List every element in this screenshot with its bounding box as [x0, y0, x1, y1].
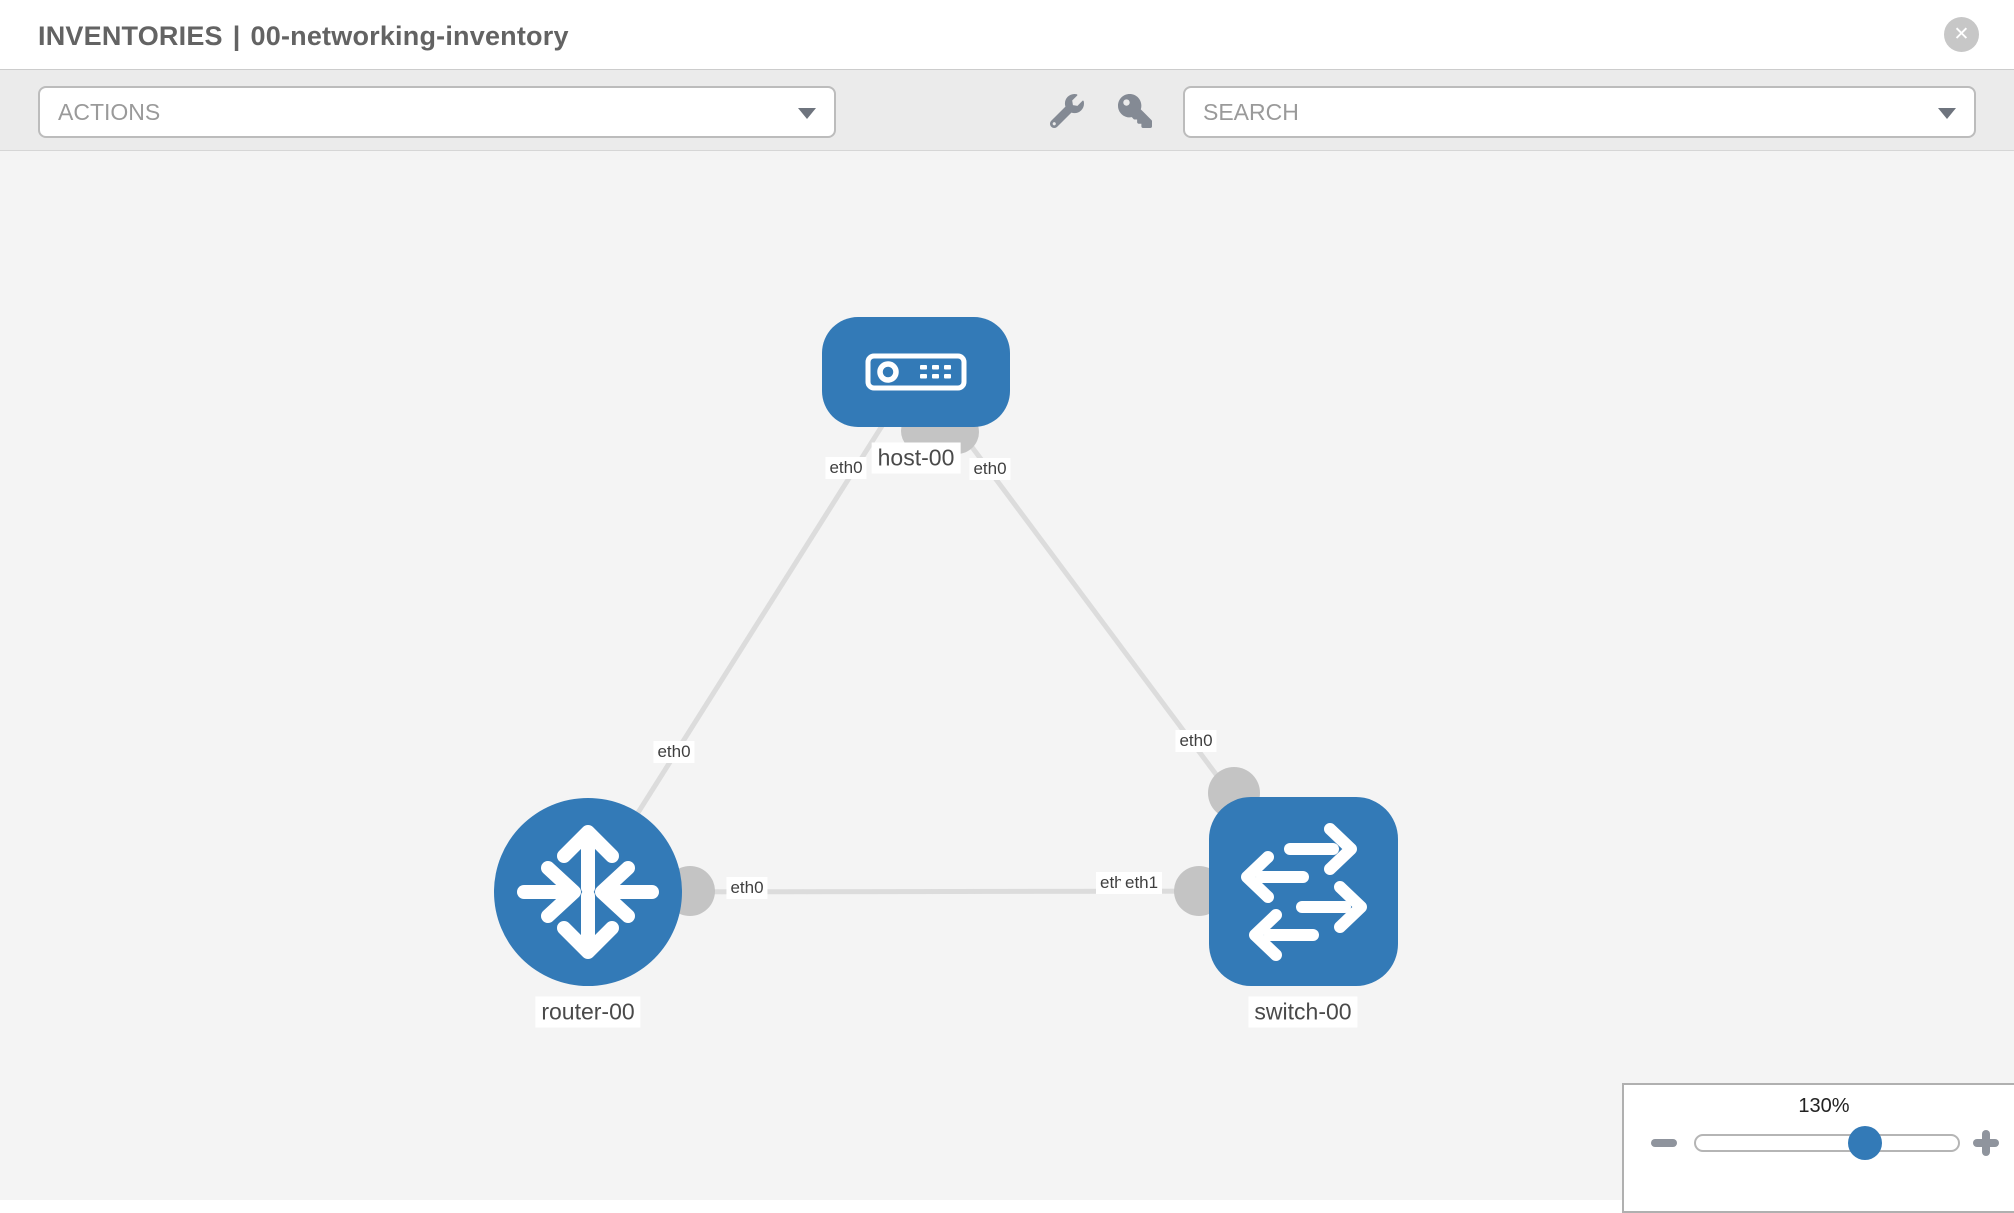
node-switch-00[interactable]: [1209, 797, 1398, 986]
close-icon[interactable]: ✕: [1944, 17, 1979, 52]
zoom-slider-track[interactable]: [1694, 1134, 1960, 1152]
interface-label-switch-eth1: eth1: [1121, 872, 1163, 894]
window-header: INVENTORIES | 00-networking-inventory ✕: [0, 0, 2014, 70]
interface-label-router-eth0-up: eth0: [653, 741, 695, 763]
search-dropdown-label: SEARCH: [1203, 99, 1299, 125]
inventory-name: 00-networking-inventory: [250, 21, 569, 51]
chevron-down-icon: [798, 108, 816, 119]
zoom-slider-thumb[interactable]: [1848, 1126, 1882, 1160]
search-dropdown[interactable]: SEARCH: [1183, 86, 1976, 138]
interface-label-switch-eth0-up: eth0: [1175, 730, 1217, 752]
node-label-host-00: host-00: [871, 442, 961, 474]
page-title-section: INVENTORIES: [38, 21, 223, 51]
node-label-router-00: router-00: [535, 996, 641, 1028]
node-label-switch-00: switch-00: [1248, 996, 1358, 1028]
switch-arrows-icon: [1241, 823, 1367, 961]
interface-label-host-eth0-right: eth0: [969, 458, 1011, 480]
key-icon-glyph: [1118, 94, 1152, 128]
zoom-panel: 130%: [1622, 1083, 2014, 1213]
interface-label-router-eth0-right: eth0: [726, 877, 768, 899]
toolbar: ACTIONS SEARCH: [0, 70, 2014, 151]
chevron-down-icon: [1938, 108, 1956, 119]
wrench-icon-glyph: [1049, 93, 1084, 129]
wrench-icon[interactable]: [1049, 93, 1084, 129]
actions-dropdown-label: ACTIONS: [58, 99, 161, 125]
node-host-00[interactable]: [822, 317, 1010, 427]
key-icon[interactable]: [1118, 94, 1152, 128]
topology-canvas[interactable]: host-00 router-00 switch-00 eth0 eth0 et…: [0, 151, 2014, 1200]
zoom-in-icon[interactable]: [1973, 1130, 1999, 1156]
interface-label-host-eth0-left: eth0: [825, 457, 867, 479]
server-icon: [865, 353, 967, 391]
page-title: INVENTORIES | 00-networking-inventory: [38, 0, 569, 70]
page-title-separator: |: [232, 21, 241, 51]
zoom-out-icon[interactable]: [1651, 1139, 1677, 1147]
node-router-00[interactable]: [494, 798, 682, 986]
router-arrows-icon: [517, 825, 659, 959]
zoom-level-value: 130%: [1798, 1095, 1850, 1117]
actions-dropdown[interactable]: ACTIONS: [38, 86, 836, 138]
topology-links-layer: [585, 370, 1306, 916]
